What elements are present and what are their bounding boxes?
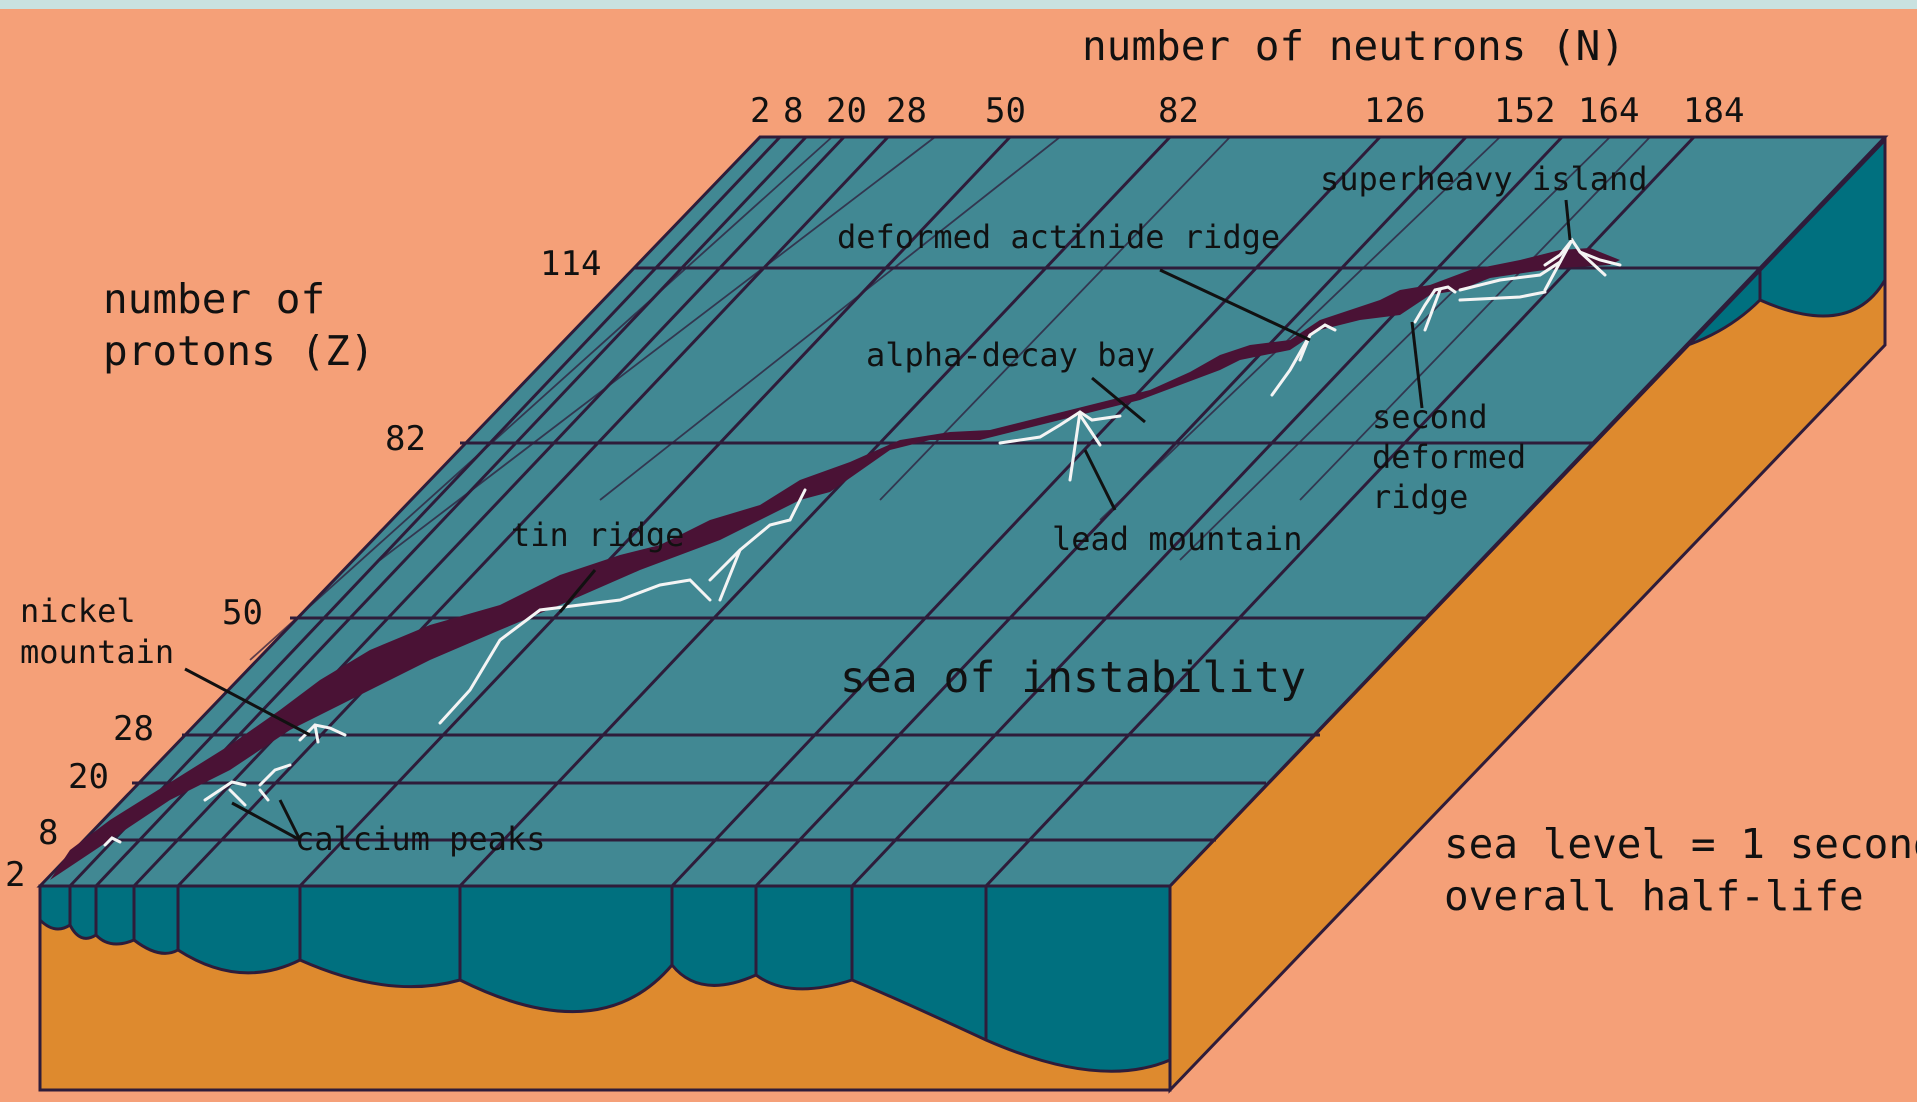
neutron-tick-label: 164 — [1578, 91, 1639, 131]
callout-lines — [184, 199, 1572, 842]
proton-tick-label: 82 — [385, 419, 426, 459]
label-second-deformed-ridge: second — [1372, 398, 1488, 436]
label-deformed-actinide-ridge: deformed actinide ridge — [837, 218, 1280, 256]
neutron-tick-label: 20 — [826, 91, 867, 131]
label-sea-level: sea level = 1 second — [1444, 820, 1917, 868]
neutron-tick-labels: 2 8 20 28 50 82 126 152 164 184 — [750, 91, 1744, 131]
label-sea-of-instability: sea of instability — [840, 653, 1306, 703]
label-second-deformed-ridge: ridge — [1372, 478, 1468, 516]
label-lead-mountain: lead mountain — [1052, 520, 1302, 558]
y-axis-title: protons (Z) — [103, 327, 375, 375]
proton-tick-labels: 114 82 50 28 20 8 2 — [5, 244, 601, 895]
front-dividers — [68, 886, 988, 1040]
label-nickel-mountain: mountain — [20, 633, 174, 671]
x-axis-title: number of neutrons (N) — [1082, 22, 1625, 70]
proton-tick-label: 20 — [68, 757, 109, 797]
label-tin-ridge: tin ridge — [511, 516, 684, 554]
label-superheavy-island: superheavy island — [1320, 160, 1648, 198]
surface-plane — [36, 135, 1889, 888]
proton-tick-label: 8 — [38, 813, 58, 853]
neutron-tick-label: 82 — [1158, 91, 1199, 131]
label-calcium-peaks: calcium peaks — [295, 820, 545, 858]
neutron-tick-label: 50 — [985, 91, 1026, 131]
neutron-tick-label: 2 — [750, 91, 770, 131]
label-second-deformed-ridge: deformed — [1372, 438, 1526, 476]
proton-tick-label: 50 — [222, 593, 263, 633]
proton-tick-label: 28 — [113, 709, 154, 749]
y-axis-title: number of — [103, 275, 325, 323]
proton-tick-label: 114 — [540, 244, 601, 284]
neutron-tick-label: 152 — [1494, 91, 1555, 131]
neutron-tick-label: 28 — [886, 91, 927, 131]
neutron-tick-label: 8 — [783, 91, 803, 131]
water-front-face — [38, 884, 1172, 1073]
neutron-tick-label: 184 — [1683, 91, 1744, 131]
neutron-tick-label: 126 — [1364, 91, 1425, 131]
label-sea-level: overall half-life — [1444, 872, 1864, 920]
label-nickel-mountain: nickel — [20, 592, 136, 630]
neutron-gridlines — [68, 135, 1696, 888]
label-alpha-decay-bay: alpha-decay bay — [866, 336, 1155, 374]
proton-tick-label: 2 — [5, 855, 25, 895]
ridge-crests — [103, 237, 1622, 847]
top-strip — [0, 0, 1917, 9]
